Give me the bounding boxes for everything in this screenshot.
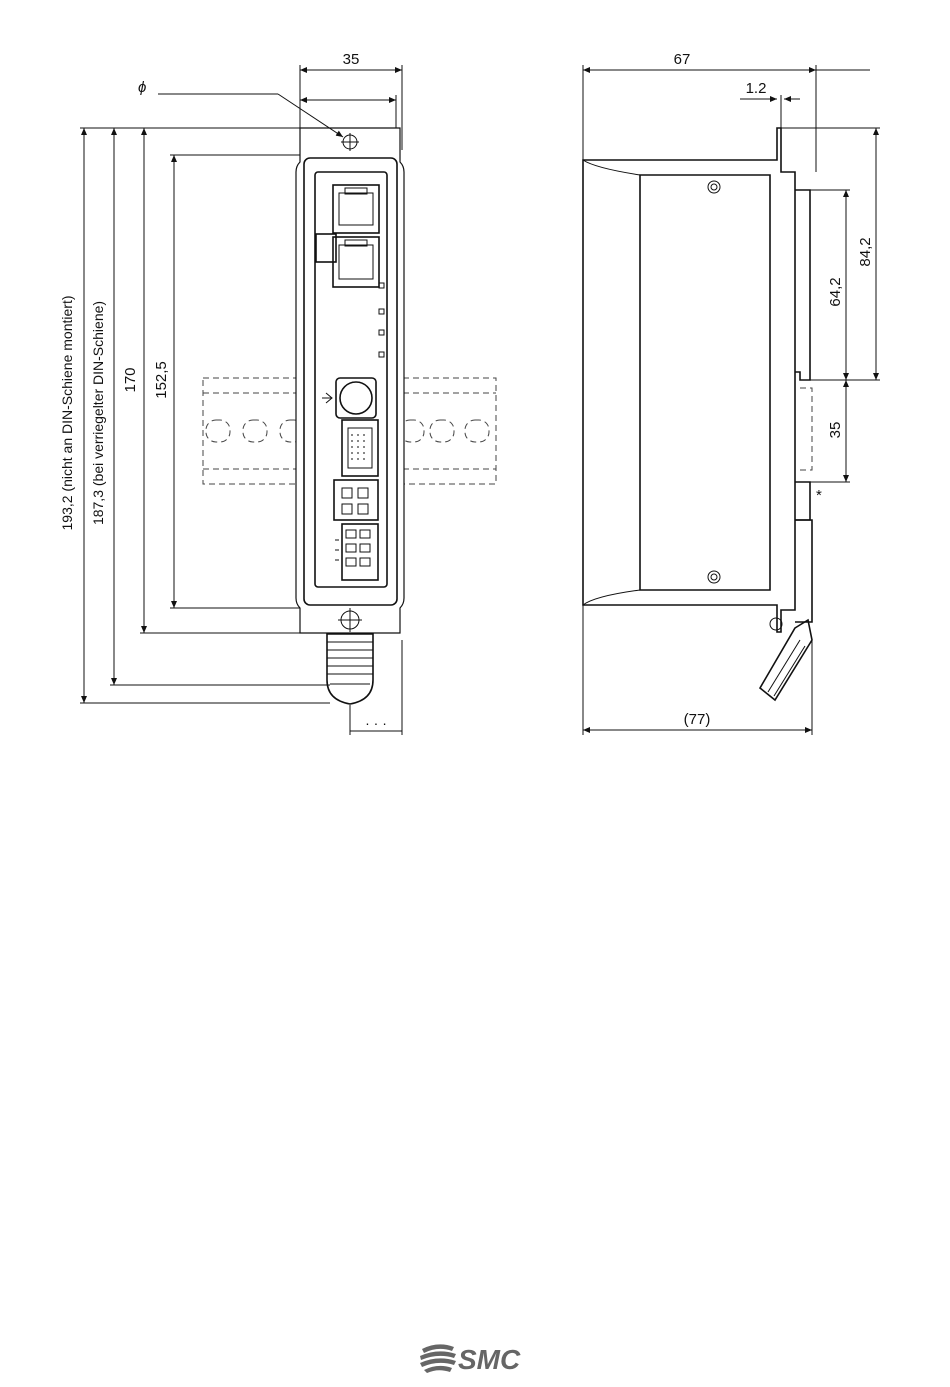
hole-diameter-symbol: ϕ [138,79,146,96]
upper-height-label: 84,2 [857,237,874,266]
height-hole-pitch-label: 152,5 [153,361,170,399]
front-width-label: 35 [343,51,360,68]
bottom-small-label: · · · [365,715,387,731]
height-unmounted-label: 193,2 (nicht an DIN-Schiene montiert) [59,296,75,531]
din-latch [327,634,373,704]
smc-swoosh-icon [420,1344,456,1373]
total-depth-label: (77) [684,711,711,728]
screw-bottom-icon [708,571,720,583]
height-body-label: 170 [122,367,139,392]
smc-logo: SMC [418,1339,533,1377]
rail-offset-label: 64,2 [827,277,844,306]
height-locked-label: 187,3 (bei verriegelter DIN-Schiene) [90,301,106,525]
side-view: 67 1.2 84,2 64,2 35 * (77) [583,51,880,735]
front-view: 35 ϕ 193,2 (nicht an DIN-Schiene montier… [59,51,496,735]
note-asterisk: * [816,487,822,504]
rail-width-label: 35 [827,422,844,439]
controller-body [296,128,404,704]
rail-clip [760,190,812,700]
brand-name: SMC [458,1344,521,1375]
screw-top-icon [708,181,720,193]
side-depth-label: 67 [674,51,691,68]
flange-thickness-label: 1.2 [746,80,767,97]
